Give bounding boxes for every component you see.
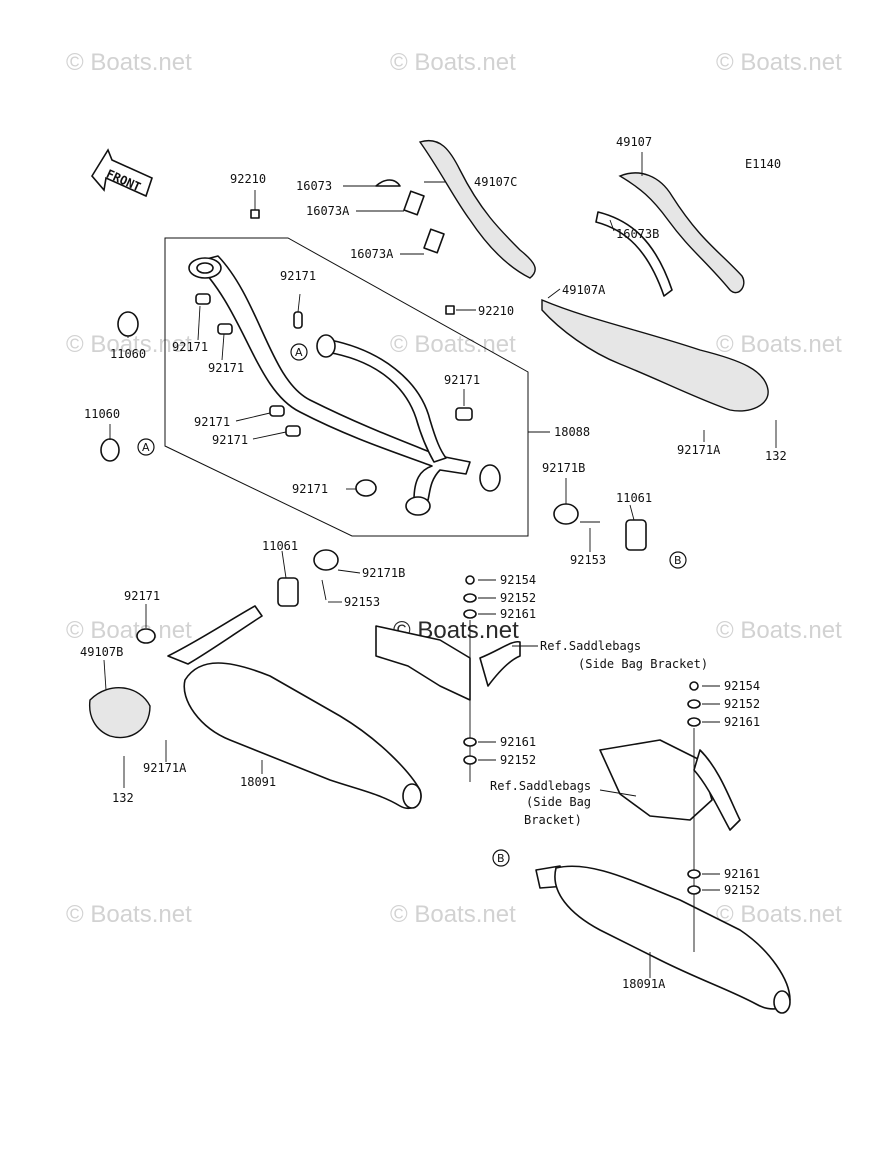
part-label: 11060 [84,407,120,421]
saddlebag-bracket-1 [375,625,521,701]
part-label: 132 [112,791,134,805]
part-label: 18088 [554,425,590,439]
part-label: 49107 [616,135,652,149]
part-label: 92152 [500,591,536,605]
heat-cover-49107 [618,172,745,294]
part-label: 92210 [230,172,266,186]
part-label: 49107C [474,175,517,189]
ref-marker-b: B [674,554,682,567]
part-label: 92171 [172,340,208,354]
watermark: © Boats.net [66,901,192,928]
part-label: 92171 [444,373,480,387]
part-label: 92171 [212,433,248,447]
hardware-stack-1 [463,575,477,782]
ref-markers: A A B B [137,343,687,867]
reference-notes: Ref.Saddlebags (Side Bag Bracket) Ref.Sa… [490,639,708,827]
heat-cover-49107A [541,298,769,412]
watermark: © Boats.net [66,49,192,76]
ref-marker-a: A [295,346,303,359]
part-label: 92161 [500,735,536,749]
ref-marker-a: A [142,441,150,454]
part-label: 92154 [500,573,536,587]
part-label: 92171B [542,461,585,475]
exhaust-pipe-frame [164,237,550,537]
ref-note: Ref.Saddlebags [490,779,591,793]
gaskets-11060 [100,311,139,462]
watermark: © Boats.net [716,901,842,928]
part-label: 49107B [80,645,123,659]
part-label: 92152 [724,883,760,897]
part-label: 11061 [616,491,652,505]
part-label: 92171 [124,589,160,603]
heat-cover-49107C [418,139,536,279]
part-label: 92171A [677,443,721,457]
part-label: 92161 [724,867,760,881]
muffler-18091 [167,605,422,810]
part-label: 92171 [194,415,230,429]
clamp-set-right [553,503,647,551]
leader-lines [103,152,777,978]
part-label: 92152 [500,753,536,767]
part-label: 92171B [362,566,405,580]
clamps-16073 [375,179,445,254]
part-label: 16073B [616,227,659,241]
part-label: 49107A [562,283,606,297]
watermark: © Boats.net [390,901,516,928]
part-label: 92171A [143,761,187,775]
watermark: © Boats.net [716,331,842,358]
watermark: © Boats.net [716,49,842,76]
part-label: 16073A [350,247,394,261]
part-label: 92210 [478,304,514,318]
diagram-code: E1140 [745,157,781,171]
part-label: 92171 [208,361,244,375]
watermark: © Boats.net [390,49,516,76]
part-label: 18091 [240,775,276,789]
exhaust-pipe-18088 [188,255,501,516]
part-label: 92152 [724,697,760,711]
front-arrow-icon: FRONT [91,148,153,198]
hardware-stack-2 [687,681,701,952]
part-label: 92153 [570,553,606,567]
ref-marker-b: B [497,852,505,865]
muffler-18091A [535,865,791,1014]
heat-cover-49107B [88,628,156,739]
part-label: 92154 [724,679,760,693]
part-label: 11061 [262,539,298,553]
hose-clamps [195,209,473,497]
part-label: 18091A [622,977,666,991]
saddlebag-bracket-2 [599,739,741,831]
part-label: 132 [765,449,787,463]
clamp-set-left [277,549,339,607]
ref-note: (Side Bag Bracket) [578,657,708,671]
watermark: © Boats.net [66,617,192,644]
part-label: 92171 [292,482,328,496]
part-label: 16073 [296,179,332,193]
ref-note: Ref.Saddlebags [540,639,641,653]
part-labels: 92210 16073 49107C 16073A 16073A 49107 1… [80,135,787,991]
part-label: 11060 [110,347,146,361]
watermarks: © Boats.net © Boats.net © Boats.net © Bo… [66,49,842,928]
watermark: © Boats.net [390,331,516,358]
watermark: © Boats.net [716,617,842,644]
part-label: 92161 [500,607,536,621]
ref-note: Bracket) [524,813,582,827]
part-label: 92171 [280,269,316,283]
heat-shield-16073B [595,211,673,297]
part-label: 16073A [306,204,350,218]
part-label: 92161 [724,715,760,729]
part-label: 92153 [344,595,380,609]
ref-note: (Side Bag [526,795,591,809]
